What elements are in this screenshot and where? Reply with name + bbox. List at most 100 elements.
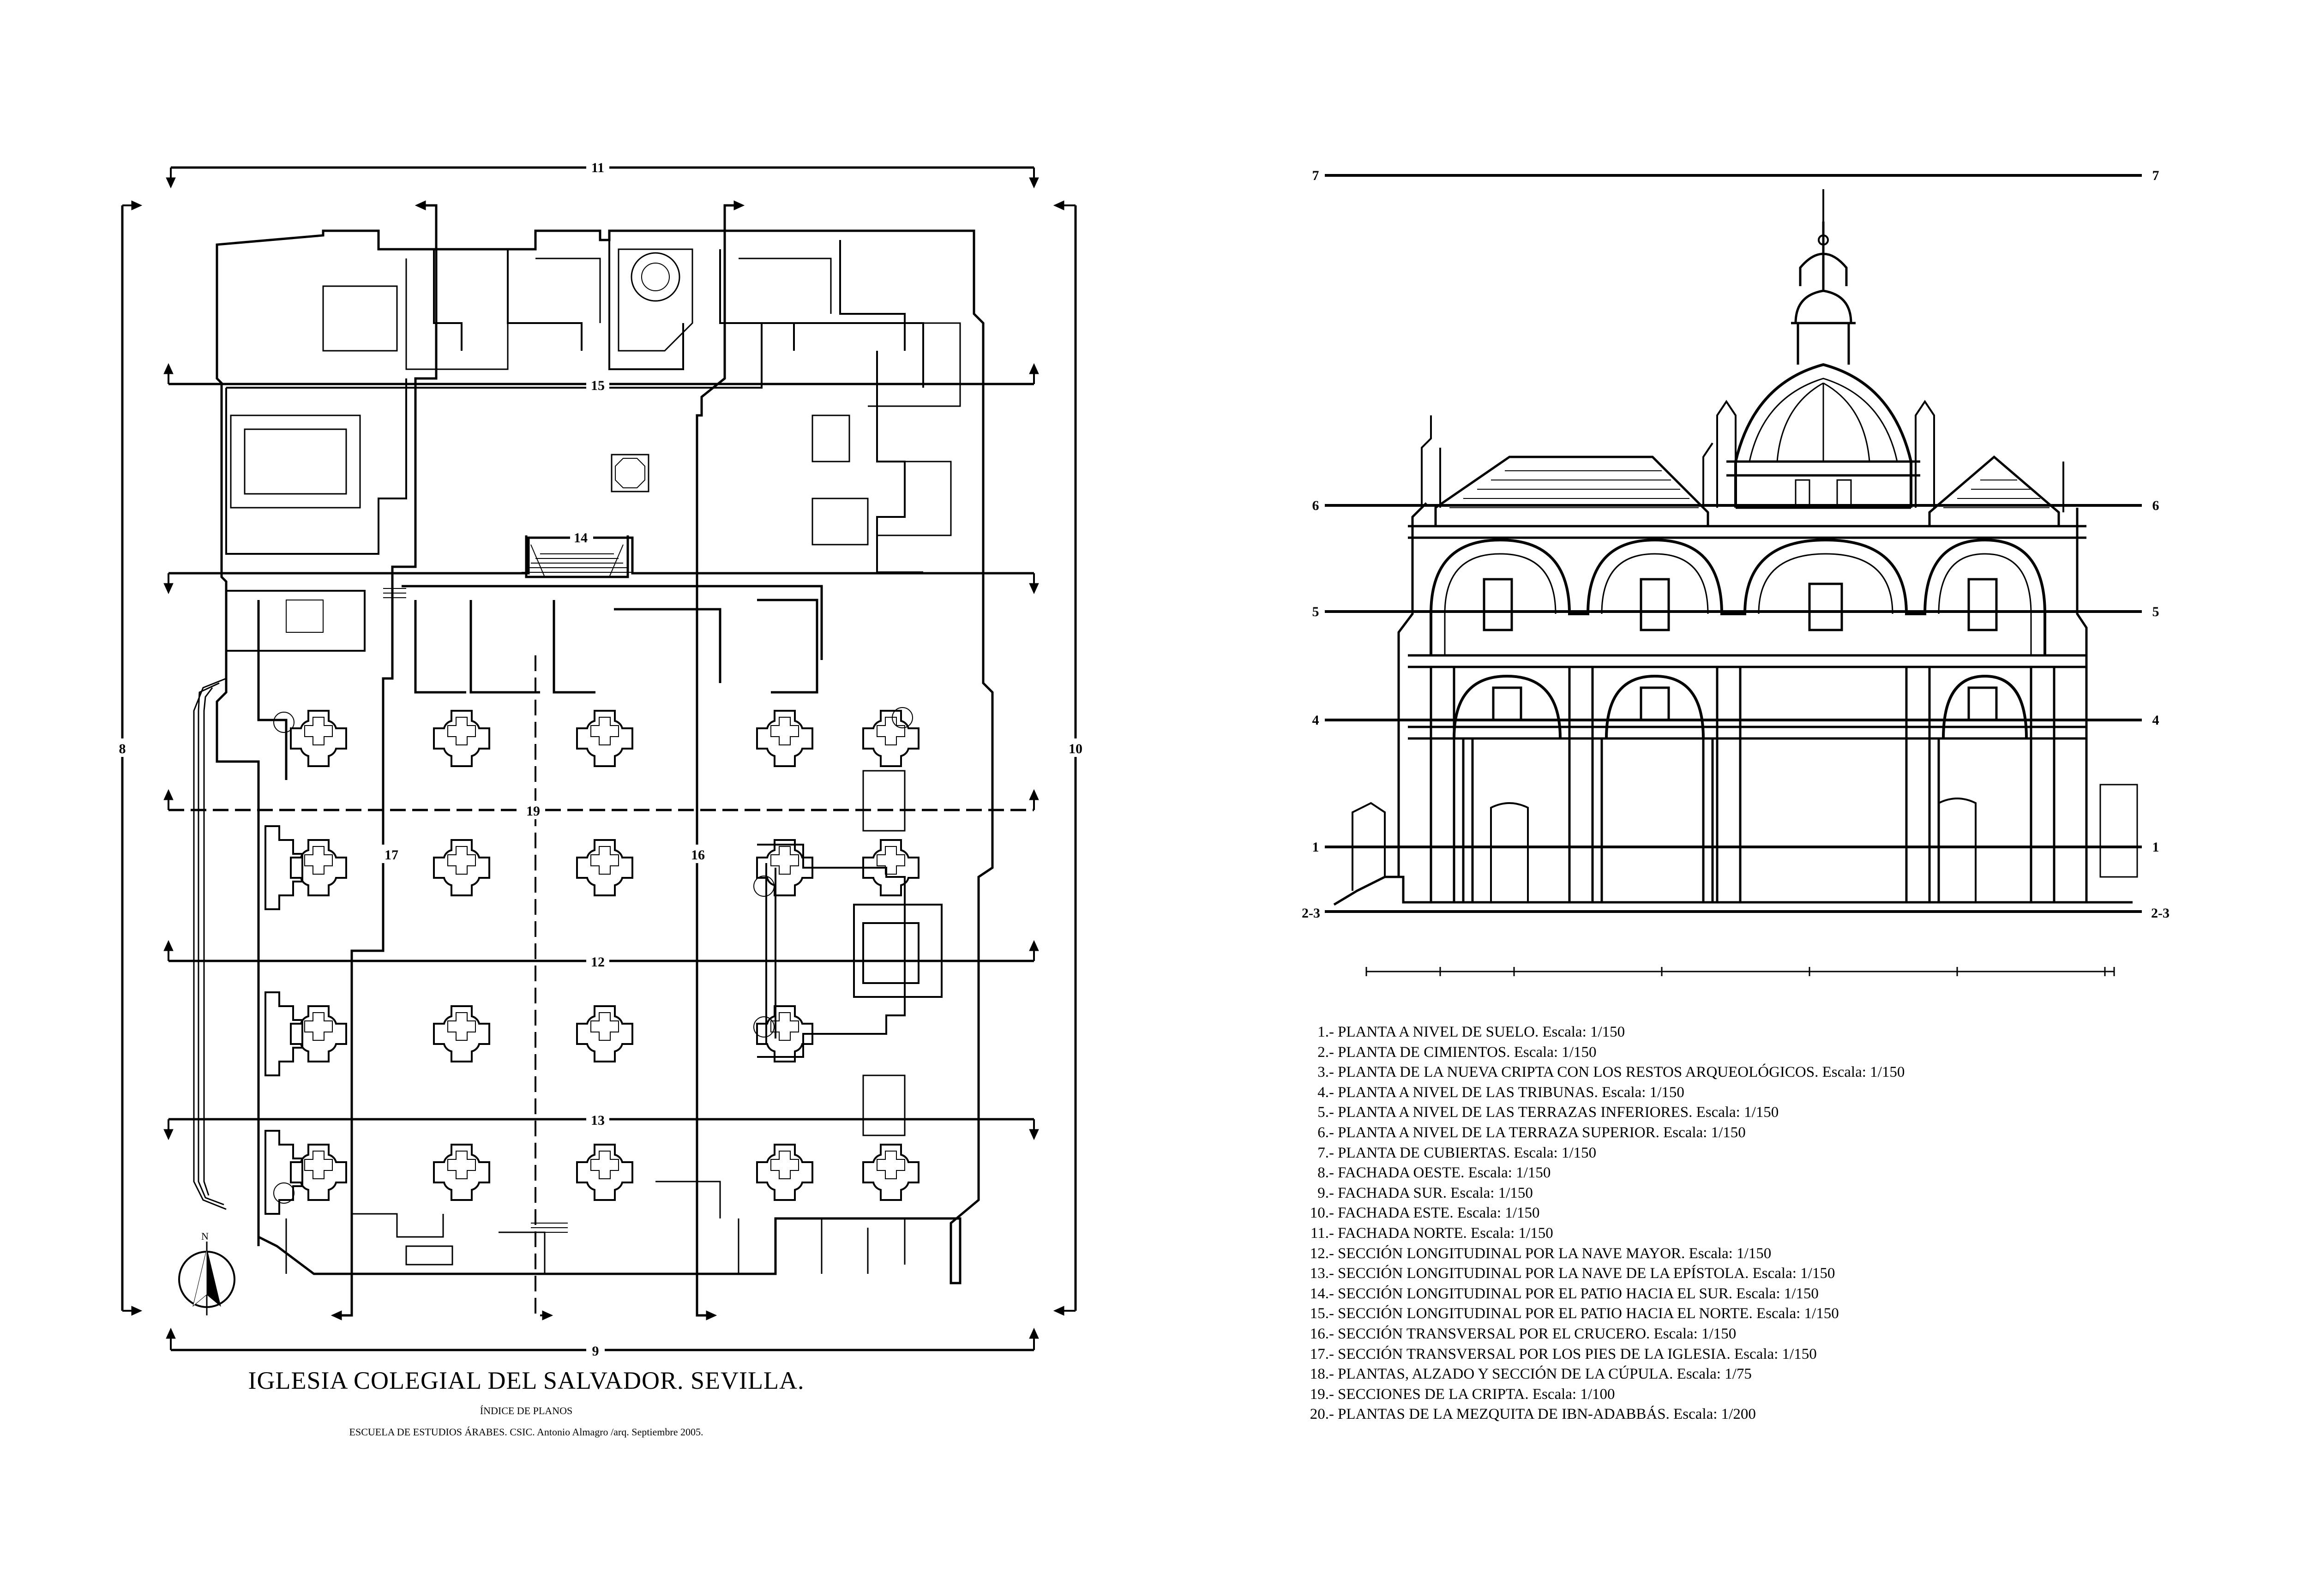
- index-item-number: 7.-: [1317, 1144, 1334, 1161]
- index-item-text: PLANTA A NIVEL DE LA TERRAZA SUPERIOR. E…: [1338, 1124, 1746, 1141]
- index-item-number: 19.-: [1310, 1386, 1334, 1403]
- index-item-number: 1.-: [1317, 1024, 1334, 1040]
- index-item-text: PLANTA A NIVEL DE SUELO. Escala: 1/150: [1338, 1024, 1625, 1040]
- index-item-number: 16.-: [1310, 1325, 1334, 1342]
- label-19: 19: [526, 804, 540, 819]
- index-item-number: 8.-: [1317, 1164, 1334, 1182]
- north-rooms: [322, 258, 961, 546]
- index-item-text: PLANTA DE LA NUEVA CRIPTA CON LOS RESTOS…: [1338, 1064, 1905, 1081]
- level-23-right: 2-3: [2151, 906, 2170, 921]
- plan-section-labels: 11 15 14 19 12 13 9 8 10 17 16: [114, 157, 1087, 1359]
- east-chapel: [757, 844, 943, 1058]
- index-item-number: 6.-: [1317, 1124, 1334, 1141]
- north-arrow-icon: [178, 1242, 235, 1315]
- level-lines: [1325, 174, 2142, 913]
- north-buildings: [225, 240, 924, 573]
- index-item: 1.-PLANTA A NIVEL DE SUELO. Escala: 1/15…: [1292, 1022, 2123, 1043]
- index-item-number: 20.-: [1310, 1406, 1334, 1423]
- index-item-number: 12.-: [1310, 1245, 1334, 1262]
- index-item: 12.-SECCIÓN LONGITUDINAL POR LA NAVE MAY…: [1292, 1244, 2123, 1264]
- index-item: 10.-FACHADA ESTE. Escala: 1/150: [1292, 1203, 2123, 1224]
- label-16: 16: [691, 847, 705, 863]
- level-7-left: 7: [1312, 168, 1319, 183]
- floor-plan: [193, 229, 994, 1284]
- level-5-left: 5: [1312, 604, 1319, 619]
- level-6-right: 6: [2152, 498, 2159, 513]
- index-item-text: SECCIÓN LONGITUDINAL POR LA NAVE DE LA E…: [1338, 1265, 1835, 1282]
- index-item: 2.-PLANTA DE CIMIENTOS. Escala: 1/150: [1292, 1043, 2123, 1063]
- index-item-text: PLANTA DE CIMIENTOS. Escala: 1/150: [1338, 1044, 1597, 1061]
- index-item-number: 10.-: [1310, 1205, 1334, 1222]
- index-item: 9.-FACHADA SUR. Escala: 1/150: [1292, 1183, 2123, 1204]
- index-item-number: 11.-: [1310, 1224, 1334, 1242]
- roofs: [1434, 455, 2060, 526]
- index-item: 18.-PLANTAS, ALZADO Y SECCIÓN DE LA CÚPU…: [1292, 1364, 2123, 1385]
- sheet-title: IGLESIA COLEGIAL DEL SALVADOR. SEVILLA.: [248, 1367, 805, 1394]
- level-23-left: 2-3: [1302, 906, 1320, 921]
- index-item-text: SECCIÓN LONGITUDINAL POR LA NAVE MAYOR. …: [1338, 1245, 1772, 1262]
- index-item-text: PLANTA DE CUBIERTAS. Escala: 1/150: [1338, 1144, 1597, 1161]
- level-6-left: 6: [1312, 498, 1319, 513]
- index-item: 4.-PLANTA A NIVEL DE LAS TRIBUNAS. Escal…: [1292, 1083, 2123, 1103]
- index-item-text: FACHADA SUR. Escala: 1/150: [1338, 1184, 1533, 1201]
- label-12: 12: [591, 954, 605, 970]
- elevation-drawing: [1333, 189, 2138, 906]
- sheet-credit: ESCUELA DE ESTUDIOS ÁRABES. CSIC. Antoni…: [349, 1426, 703, 1438]
- index-item-text: FACHADA OESTE. Escala: 1/150: [1338, 1164, 1551, 1182]
- index-item-text: PLANTAS, ALZADO Y SECCIÓN DE LA CÚPULA. …: [1338, 1366, 1752, 1383]
- sheet-subtitle: ÍNDICE DE PLANOS: [480, 1405, 573, 1416]
- lower-arches: [1453, 674, 2028, 739]
- level-4-left: 4: [1312, 713, 1319, 728]
- columns: [1430, 666, 2056, 904]
- index-item-text: SECCIÓN TRANSVERSAL POR LOS PIES DE LA I…: [1338, 1345, 1817, 1362]
- index-item-text: PLANTAS DE LA MEZQUITA DE IBN-ADABBÁS. E…: [1338, 1406, 1756, 1423]
- index-item-number: 18.-: [1310, 1366, 1334, 1383]
- spiral-stair: [631, 252, 680, 302]
- index-item: 14.-SECCIÓN LONGITUDINAL POR EL PATIO HA…: [1292, 1284, 2123, 1304]
- index-item-text: SECCIÓN LONGITUDINAL POR EL PATIO HACIA …: [1338, 1285, 1819, 1302]
- index-item-number: 13.-: [1310, 1265, 1334, 1282]
- label-15: 15: [591, 378, 605, 393]
- windows: [1483, 578, 1998, 721]
- north-label: N: [201, 1230, 209, 1242]
- doors: [1490, 798, 1977, 902]
- index-item-text: PLANTA A NIVEL DE LAS TERRAZAS INFERIORE…: [1338, 1104, 1779, 1121]
- index-item-number: 9.-: [1317, 1184, 1334, 1201]
- courtyard-fountain: [611, 454, 649, 492]
- dome-lantern: [1791, 222, 1856, 365]
- level-5-right: 5: [2152, 604, 2159, 619]
- index-item: 6.-PLANTA A NIVEL DE LA TERRAZA SUPERIOR…: [1292, 1123, 2123, 1143]
- entrance-steps: [383, 544, 632, 1233]
- level-labels: 7 7 6 6 5 5 4 4 1 1 2-3 2-3: [1302, 168, 2170, 921]
- index-item: 15.-SECCIÓN LONGITUDINAL POR EL PATIO HA…: [1292, 1304, 2123, 1324]
- index-item-text: SECCIÓN TRANSVERSAL POR EL CRUCERO. Esca…: [1338, 1325, 1737, 1342]
- index-item-number: 2.-: [1317, 1044, 1334, 1061]
- index-item-text: FACHADA ESTE. Escala: 1/150: [1338, 1205, 1540, 1222]
- level-7-right: 7: [2152, 168, 2159, 183]
- index-item-number: 4.-: [1317, 1084, 1334, 1101]
- index-item-number: 15.-: [1310, 1305, 1334, 1322]
- building-outline: [216, 229, 994, 1284]
- church-walls: [257, 535, 823, 1246]
- label-8: 8: [119, 741, 126, 756]
- index-item-text: SECCIÓN LONGITUDINAL POR EL PATIO HACIA …: [1338, 1305, 1839, 1322]
- sacristy-room: [225, 590, 366, 652]
- scale-bar: [1365, 967, 2115, 976]
- index-item-number: 17.-: [1310, 1345, 1334, 1362]
- dome: [1734, 363, 1912, 508]
- index-item: 13.-SECCIÓN LONGITUDINAL POR LA NAVE DE …: [1292, 1264, 2123, 1284]
- index-item-number: 5.-: [1317, 1104, 1334, 1121]
- index-item: 7.-PLANTA DE CUBIERTAS. Escala: 1/150: [1292, 1143, 2123, 1164]
- index-item-text: SECCIONES DE LA CRIPTA. Escala: 1/100: [1338, 1386, 1615, 1403]
- label-11: 11: [591, 160, 604, 175]
- ground-line: [1333, 876, 2133, 906]
- index-item: 3.-PLANTA DE LA NUEVA CRIPTA CON LOS RES…: [1292, 1062, 2123, 1083]
- label-10: 10: [1069, 741, 1082, 756]
- index-item: 19.-SECCIONES DE LA CRIPTA. Escala: 1/10…: [1292, 1385, 2123, 1405]
- label-17: 17: [385, 847, 398, 863]
- drawing-index-list: 1.-PLANTA A NIVEL DE SUELO. Escala: 1/15…: [1292, 1022, 2123, 1425]
- label-13: 13: [591, 1113, 605, 1128]
- index-item: 5.-PLANTA A NIVEL DE LAS TERRAZAS INFERI…: [1292, 1103, 2123, 1123]
- index-item-number: 3.-: [1317, 1064, 1334, 1081]
